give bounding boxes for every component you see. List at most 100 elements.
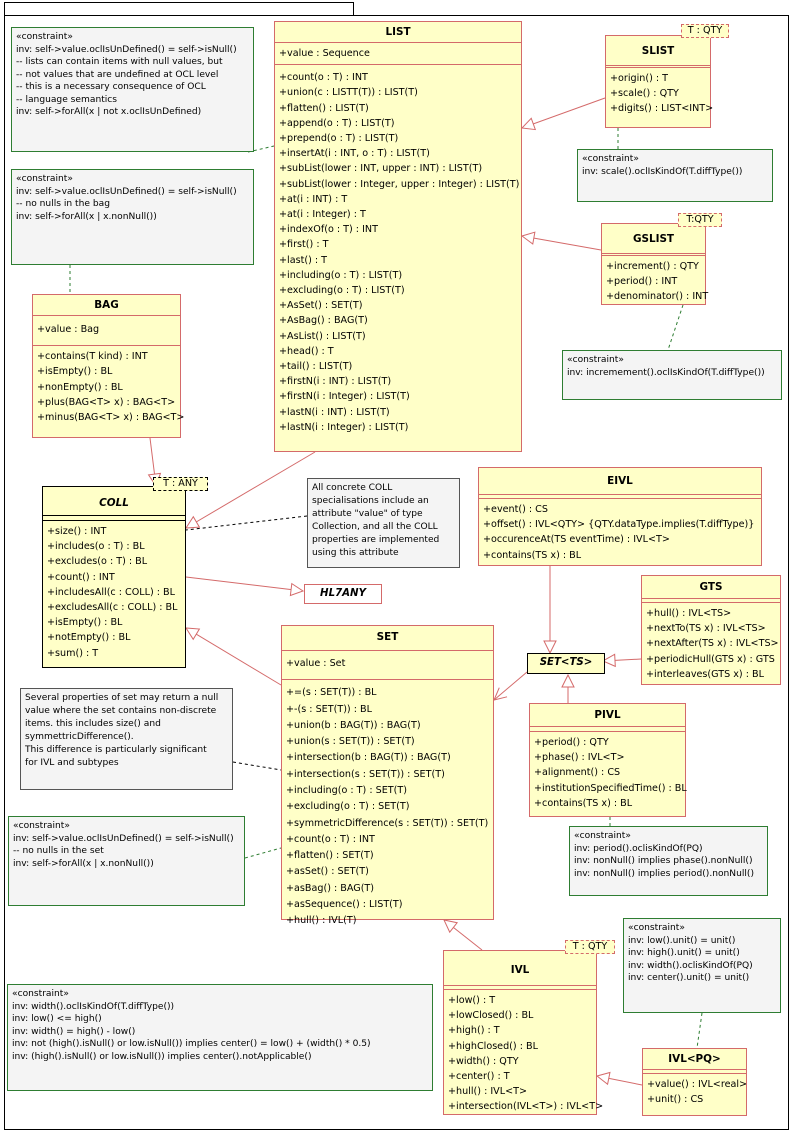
class-list-operation: +at(i : Integer) : T bbox=[279, 209, 366, 221]
gen-ivl-set bbox=[444, 920, 483, 951]
class-coll-operation: +count() : INT bbox=[47, 571, 115, 583]
class-bag-operation: +minus(BAG<T> x) : BAG<T> bbox=[37, 412, 185, 424]
constraint-note-list[interactable]: «constraint» inv: self->value.oclIsUnDef… bbox=[11, 27, 254, 152]
constraint-note-bag[interactable]: «constraint» inv: self->value.oclIsUnDef… bbox=[11, 169, 254, 265]
note-line: «constraint» bbox=[582, 154, 639, 164]
constraint-note-ivl[interactable]: «constraint» inv: width().oclIsKindOf(T.… bbox=[7, 984, 433, 1091]
class-slist-operations: +origin() : T +scale() : QTY +digits() :… bbox=[606, 68, 714, 120]
constraint-note-slist[interactable]: «constraint» inv: scale().oclIsKindOf(T.… bbox=[577, 149, 773, 202]
note-set-null-values[interactable]: Several properties of set may return a n… bbox=[20, 688, 233, 790]
class-ivl-pq-operations: +value() : IVL<real> +unit() : CS bbox=[643, 1074, 747, 1110]
class-bag-attributes: +value : Bag bbox=[33, 316, 180, 347]
class-set[interactable]: SET +value : Set +=(s : SET(T)) : BL +-(… bbox=[281, 625, 494, 926]
class-coll-operation: +isEmpty() : BL bbox=[47, 617, 123, 629]
class-set-ts[interactable]: SET<TS> bbox=[527, 653, 605, 674]
class-ivl-type-param: T : QTY bbox=[565, 940, 615, 954]
class-coll-operation: +size() : INT bbox=[47, 526, 107, 537]
class-gslist-operation: +denominator() : INT bbox=[606, 291, 709, 303]
class-list-operation: +AsBag() : BAG(T) bbox=[279, 315, 368, 327]
class-set-operation: +intersection(b : BAG(T)) : BAG(T) bbox=[286, 752, 451, 764]
class-ivl[interactable]: IVL +low() : T +lowClosed() : BL +high()… bbox=[443, 950, 604, 1118]
class-gts-operation: +interleaves(GTS x) : BL bbox=[646, 668, 764, 680]
note-line: «constraint» bbox=[12, 989, 69, 999]
constraint-note-gslist[interactable]: «constraint» inv: incremement().oclIsKin… bbox=[562, 350, 782, 400]
note-line: properties are implemented bbox=[312, 535, 440, 545]
constraint-note-ivl-pq[interactable]: «constraint» inv: low().unit() = unit() … bbox=[623, 918, 781, 1013]
class-ivl-pq[interactable]: IVL<PQ> +value() : IVL<real> +unit() : C… bbox=[642, 1048, 747, 1116]
class-ivl-pq-name: IVL<PQ> bbox=[643, 1049, 746, 1070]
class-gts[interactable]: GTS +hull() : IVL<TS> +nextTo(TS x) : IV… bbox=[641, 575, 781, 685]
class-pivl-operation: +period() : QTY bbox=[534, 737, 609, 748]
note-line: -- no nulls in the set bbox=[13, 846, 104, 856]
class-list-operation: +last() : T bbox=[279, 254, 328, 266]
anchor-c5-set bbox=[244, 847, 282, 859]
note-coll-value[interactable]: All concrete COLL specialisations includ… bbox=[307, 478, 460, 568]
class-set-attributes: +value : Set bbox=[282, 651, 493, 681]
class-eivl[interactable]: EIVL +event() : CS +offset() : IVL<QTY> … bbox=[478, 467, 762, 566]
class-ivl-pq-operation: +unit() : CS bbox=[647, 1094, 704, 1106]
constraint-note-pivl[interactable]: «constraint» inv: period().oclisKindOf(P… bbox=[569, 826, 768, 896]
class-bag-operation: +contains(T kind) : INT bbox=[37, 351, 148, 363]
class-list-operation: +indexOf(o : T) : INT bbox=[279, 224, 378, 236]
class-list-operation: +append(o : T) : LIST(T) bbox=[279, 117, 395, 129]
class-list-operation: +AsSet() : SET(T) bbox=[279, 300, 363, 312]
class-set-operation: +symmetricDifference(s : SET(T)) : SET(T… bbox=[286, 817, 489, 829]
class-list-operation: +tail() : LIST(T) bbox=[279, 361, 353, 373]
class-list[interactable]: LIST +value : Sequence +count(o : T) : I… bbox=[274, 21, 522, 452]
class-ivl-pq-attributes bbox=[643, 1070, 746, 1074]
constraint-note-set[interactable]: «constraint» inv: self->value.oclIsUnDef… bbox=[8, 816, 245, 906]
note-line: inv: width().oclIsKindOf(T.diffType()) bbox=[12, 1001, 175, 1012]
class-eivl-operations: +event() : CS +offset() : IVL<QTY> {QTY.… bbox=[479, 499, 761, 566]
class-coll[interactable]: COLL +size() : INT +includes(o : T) : BL… bbox=[42, 486, 186, 668]
gen-slist-list bbox=[522, 97, 606, 128]
class-ivl-operations: +low() : T +lowClosed() : BL +high() : T… bbox=[444, 990, 604, 1118]
class-eivl-operation: +event() : CS bbox=[483, 504, 548, 515]
class-set-operation: +asBag() : BAG(T) bbox=[286, 882, 375, 894]
class-ivl-operation: +intersection(IVL<T>) : IVL<T> bbox=[448, 1101, 604, 1113]
class-coll-operations: +size() : INT +includes(o : T) : BL +exc… bbox=[43, 521, 185, 664]
class-list-operation: +AsList() : LIST(T) bbox=[279, 330, 366, 342]
note-line: symmettricDifference(). bbox=[25, 732, 134, 742]
class-hl7any[interactable]: HL7ANY bbox=[304, 584, 382, 604]
note-line: «constraint» bbox=[16, 174, 73, 184]
class-slist-operation: +digits() : LIST<INT> bbox=[610, 103, 714, 115]
gen-gslist-list bbox=[522, 236, 602, 251]
class-ivl-operation: +width() : QTY bbox=[448, 1055, 519, 1067]
assoc-setts-set bbox=[494, 671, 528, 700]
class-list-operation: +subList(lower : Integer, upper : Intege… bbox=[279, 178, 520, 190]
note-line: -- no nulls in the bag bbox=[16, 199, 110, 209]
class-slist-attributes bbox=[606, 66, 710, 68]
class-eivl-operation: +occurenceAt(TS eventTime) : IVL<T> bbox=[483, 534, 670, 546]
note-line: inv: width().oclisKindOf(PQ) bbox=[628, 960, 753, 971]
note-line: inv: self->forAll(x | not x.oclIsUnDefin… bbox=[16, 107, 202, 117]
class-list-operation: +first() : T bbox=[279, 239, 329, 251]
class-set-operation: +union(s : SET(T)) : SET(T) bbox=[286, 736, 415, 748]
class-gts-name: GTS bbox=[642, 576, 780, 599]
class-gslist-operation: +increment() : QTY bbox=[606, 261, 699, 272]
anchor-c7-ivlpq bbox=[696, 1012, 703, 1049]
class-ivl-operation: +lowClosed() : BL bbox=[448, 1010, 534, 1022]
class-list-operation: +flatten() : LIST(T) bbox=[279, 102, 369, 114]
gen-list-coll bbox=[186, 451, 316, 528]
class-coll-operation: +sum() : T bbox=[47, 647, 99, 659]
class-bag-operation: +plus(BAG<T> x) : BAG<T> bbox=[37, 396, 176, 408]
note-line: inv: not (high().isNull() or low.isNull(… bbox=[12, 1039, 371, 1049]
class-slist[interactable]: SLIST +origin() : T +scale() : QTY +digi… bbox=[605, 35, 714, 128]
class-list-operation: +head() : T bbox=[279, 345, 334, 357]
class-eivl-attributes bbox=[479, 495, 761, 499]
anchor-setnote-set bbox=[232, 761, 282, 771]
note-line: «constraint» bbox=[567, 355, 624, 365]
class-coll-operation: +includes(o : T) : BL bbox=[47, 541, 145, 553]
class-gslist[interactable]: GSLIST +increment() : QTY +period() : IN… bbox=[601, 223, 709, 305]
class-pivl[interactable]: PIVL +period() : QTY +phase() : IVL<T> +… bbox=[529, 703, 687, 817]
class-pivl-operation: +alignment() : CS bbox=[534, 767, 621, 779]
note-line: Several properties of set may return a n… bbox=[25, 693, 219, 703]
class-ivl-operation: +hull() : IVL<T> bbox=[448, 1086, 528, 1098]
class-eivl-name: EIVL bbox=[479, 468, 761, 495]
class-set-name: SET bbox=[282, 626, 493, 651]
note-line: inv: high().unit() = unit() bbox=[628, 948, 740, 958]
class-set-operation: +hull() : IVL(T) bbox=[286, 915, 357, 927]
class-bag[interactable]: BAG +value : Bag +contains(T kind) : INT… bbox=[32, 294, 185, 438]
class-pivl-name: PIVL bbox=[530, 704, 685, 727]
